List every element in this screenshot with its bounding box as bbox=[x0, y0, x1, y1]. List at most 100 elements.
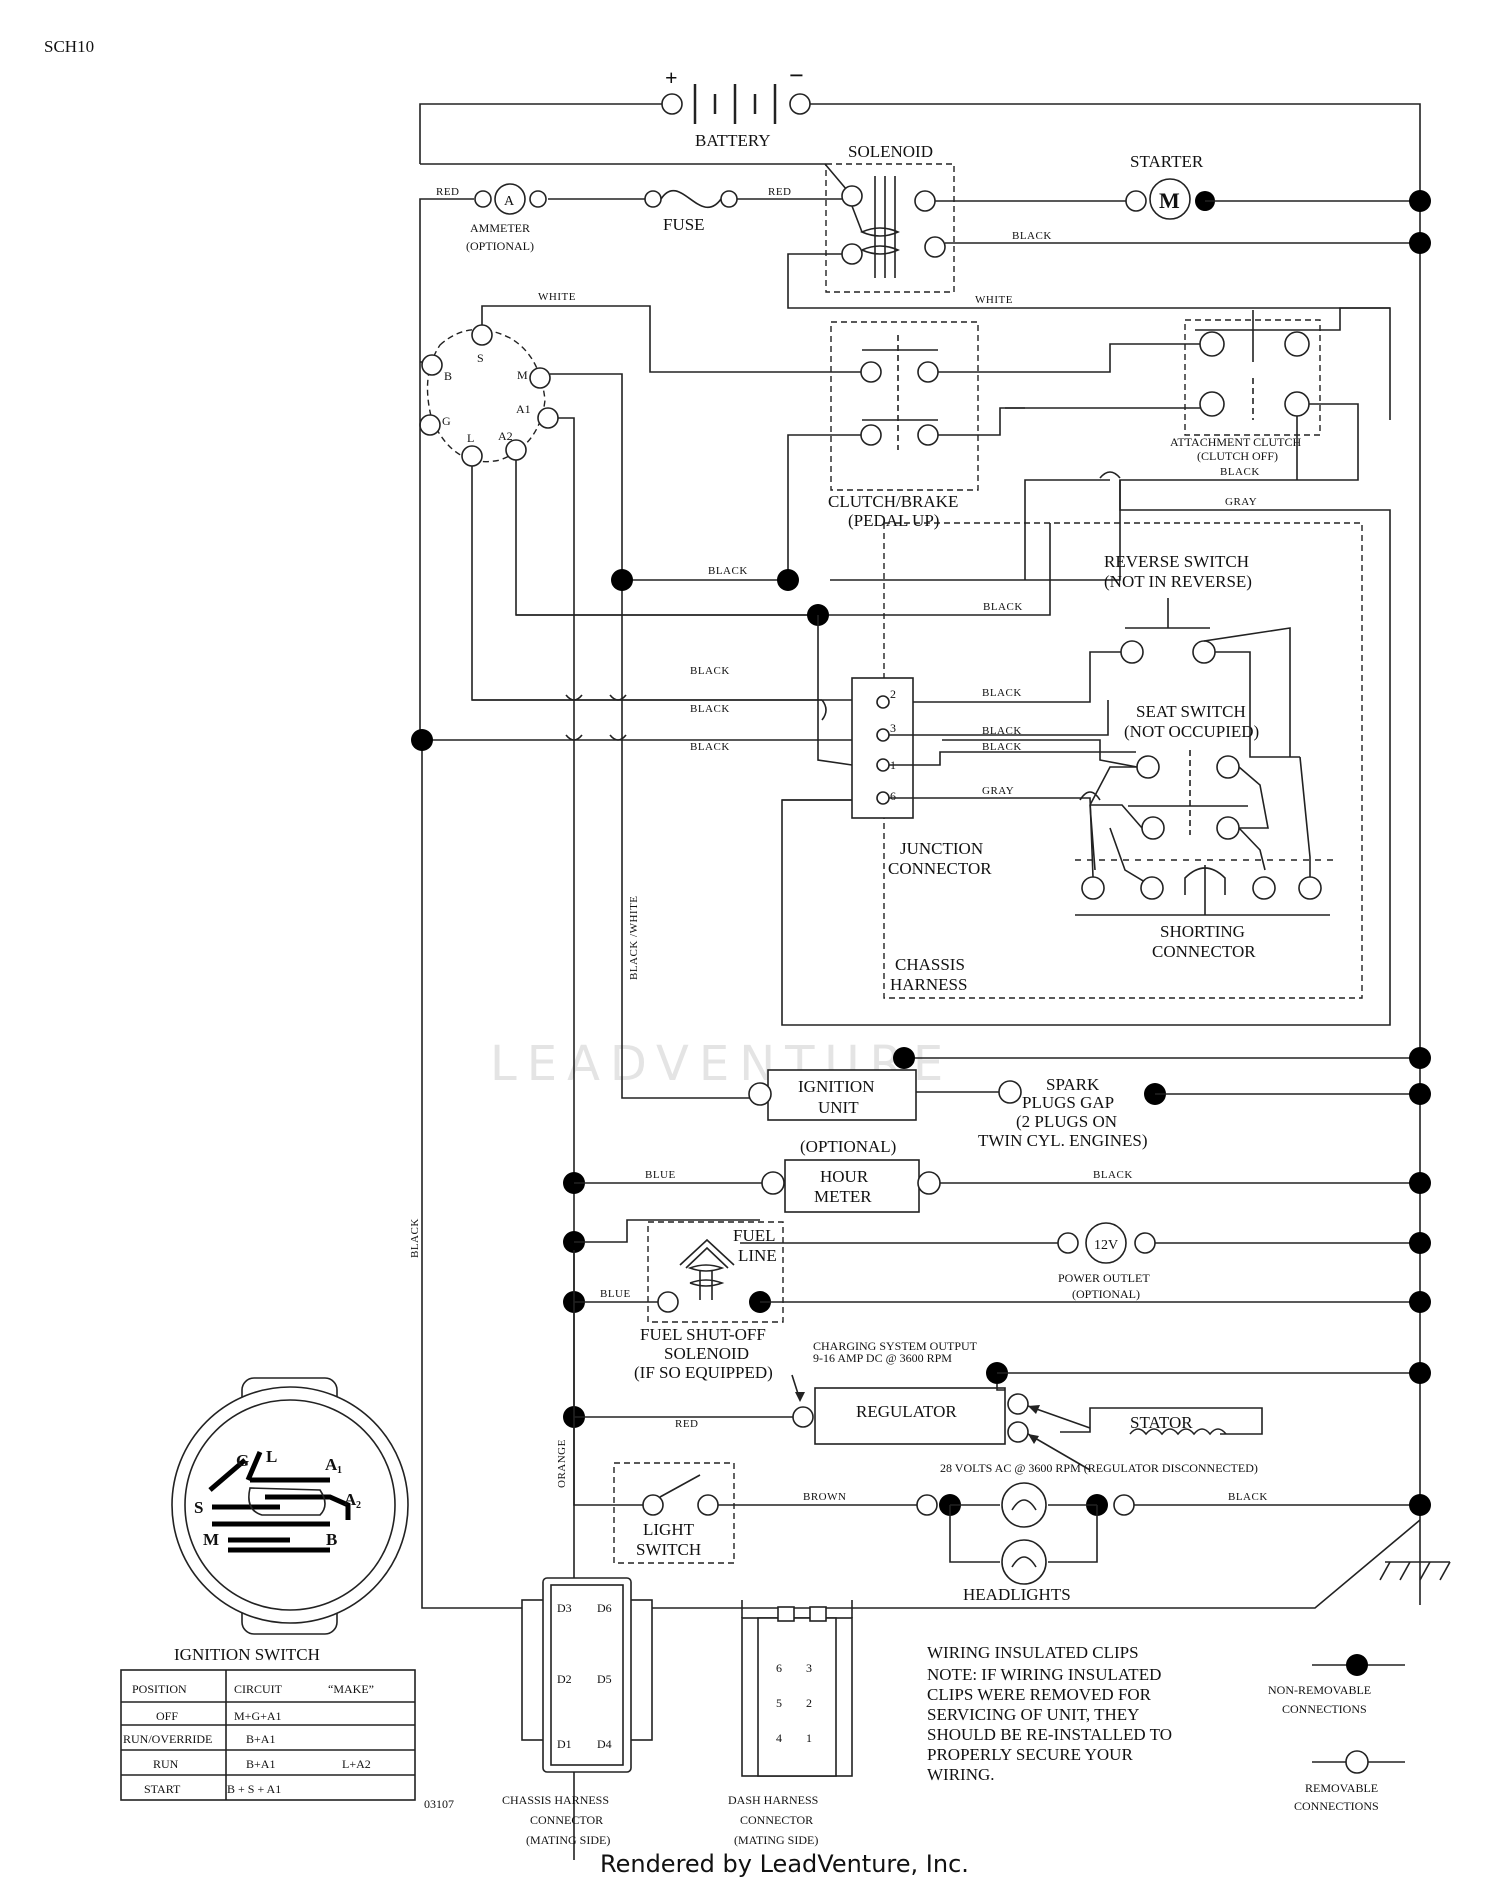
face-g: G bbox=[236, 1451, 249, 1470]
ignition-switch-table: POSITION CIRCUIT “MAKE” OFF M+G+A1 RUN/O… bbox=[120, 1669, 416, 1801]
wire-black-vertical: BLACK bbox=[409, 1218, 421, 1258]
wire-black-headlights: BLACK bbox=[1228, 1491, 1268, 1503]
wire-black-clutch: BLACK bbox=[708, 565, 748, 577]
dash-pin: 6 bbox=[776, 1661, 782, 1675]
regulator-label: REGULATOR bbox=[856, 1402, 957, 1421]
page-code: SCH10 bbox=[44, 37, 94, 56]
legend-removable-1: REMOVABLE bbox=[1305, 1781, 1378, 1795]
dash-connector-label-3: (MATING SIDE) bbox=[734, 1833, 818, 1847]
wire-black-h4: BLACK bbox=[690, 741, 730, 753]
wire-black-j2: BLACK bbox=[982, 687, 1022, 699]
dash-pin: 1 bbox=[806, 1731, 812, 1745]
wire-gray-j6: GRAY bbox=[982, 785, 1014, 797]
spark-label-3: (2 PLUGS ON bbox=[1016, 1112, 1117, 1131]
stator: STATOR 28 VOLTS AC @ 3600 RPM (REGULATOR… bbox=[940, 1405, 1263, 1475]
wire-red-3: RED bbox=[675, 1418, 699, 1430]
ignition-switch-terminals: S B M A1 G L A2 bbox=[419, 324, 559, 467]
table-header-make: “MAKE” bbox=[328, 1682, 374, 1696]
chassis-connector-label-1: CHASSIS HARNESS bbox=[502, 1793, 609, 1807]
terminal-a2: A2 bbox=[498, 429, 513, 443]
dash-pin: 2 bbox=[806, 1696, 812, 1710]
solenoid-label: SOLENOID bbox=[848, 142, 933, 161]
spark-label-2: PLUGS GAP bbox=[1022, 1093, 1114, 1112]
table-row-circuit: M+G+A1 bbox=[234, 1709, 282, 1723]
starter-symbol: M bbox=[1159, 188, 1180, 213]
junction-pin-3: 3 bbox=[890, 721, 896, 735]
legend-removable-dot bbox=[1345, 1750, 1369, 1774]
terminal-l: L bbox=[467, 431, 474, 445]
wire-brown: BROWN bbox=[803, 1491, 846, 1503]
clutch-brake-switch: CLUTCH/BRAKE (PEDAL UP) bbox=[828, 321, 979, 530]
junction-connector: 2 3 1 6 JUNCTION CONNECTOR bbox=[851, 677, 992, 878]
wire-black-h2: BLACK bbox=[690, 665, 730, 677]
battery-circuit: + − BATTERY bbox=[419, 61, 1421, 1605]
dash-connector-label-2: CONNECTOR bbox=[740, 1813, 813, 1827]
wire-black-solenoid: BLACK bbox=[1012, 230, 1052, 242]
note-line: PROPERLY SECURE YOUR bbox=[927, 1745, 1133, 1764]
wire-white-2: WHITE bbox=[975, 294, 1013, 306]
stator-label: STATOR bbox=[1130, 1413, 1193, 1432]
ignition-label-2: UNIT bbox=[818, 1098, 859, 1117]
attachment-label-1: ATTACHMENT CLUTCH bbox=[1170, 435, 1301, 449]
note-line: NOTE: IF WIRING INSULATED bbox=[927, 1665, 1161, 1684]
junction-label-2: CONNECTOR bbox=[888, 859, 992, 878]
wire-red-2: RED bbox=[768, 186, 792, 198]
wire-black-attachment: BLACK bbox=[1220, 466, 1260, 478]
face-a2: A bbox=[344, 1490, 357, 1509]
battery-plus: + bbox=[665, 65, 678, 90]
seat-label-1: SEAT SWITCH bbox=[1136, 702, 1246, 721]
dash-pin: 4 bbox=[776, 1731, 782, 1745]
headlights-label: HEADLIGHTS bbox=[963, 1585, 1071, 1604]
shorting-connector: SHORTING CONNECTOR bbox=[1075, 859, 1337, 961]
face-a2-sub: 2 bbox=[356, 1500, 361, 1511]
clutch-label-2: (PEDAL UP) bbox=[848, 511, 939, 530]
legend-nonremovable-2: CONNECTIONS bbox=[1282, 1702, 1367, 1716]
junction-pin-6: 6 bbox=[890, 789, 896, 803]
battery-label: BATTERY bbox=[695, 131, 771, 150]
outlet-label-2: (OPTIONAL) bbox=[1072, 1287, 1140, 1301]
outlet-label-1: POWER OUTLET bbox=[1058, 1271, 1150, 1285]
wire-gray-attachment: GRAY bbox=[1225, 496, 1257, 508]
wire-black-white: BLACK /WHITE bbox=[628, 895, 640, 980]
table-row-circuit: B+A1 bbox=[246, 1732, 275, 1746]
ammeter-label-2: (OPTIONAL) bbox=[466, 239, 534, 253]
dash-pin: 3 bbox=[806, 1661, 812, 1675]
face-m: M bbox=[203, 1530, 219, 1549]
face-b: B bbox=[326, 1530, 337, 1549]
note-title: WIRING INSULATED CLIPS bbox=[927, 1643, 1139, 1662]
hour-optional: (OPTIONAL) bbox=[800, 1137, 896, 1156]
table-row-position: START bbox=[144, 1782, 181, 1796]
hour-label-1: HOUR bbox=[820, 1167, 869, 1186]
shorting-label-2: CONNECTOR bbox=[1152, 942, 1256, 961]
legend: NON-REMOVABLE CONNECTIONS REMOVABLE CONN… bbox=[1268, 1654, 1405, 1813]
terminal-g: G bbox=[442, 414, 451, 428]
starter-label: STARTER bbox=[1130, 152, 1204, 171]
table-header-position: POSITION bbox=[132, 1682, 187, 1696]
dash-connector-label-1: DASH HARNESS bbox=[728, 1793, 818, 1807]
part-code: 03107 bbox=[424, 1797, 454, 1811]
note-line: CLIPS WERE REMOVED FOR bbox=[927, 1685, 1152, 1704]
junction-label-1: JUNCTION bbox=[900, 839, 983, 858]
shorting-label-1: SHORTING bbox=[1160, 922, 1245, 941]
fuel-line-1: FUEL bbox=[733, 1226, 776, 1245]
table-row-position: RUN bbox=[153, 1757, 179, 1771]
fuel-sol-label-2: SOLENOID bbox=[664, 1344, 749, 1363]
ignition-switch-title: IGNITION SWITCH bbox=[174, 1645, 320, 1664]
charging-label-2: 9-16 AMP DC @ 3600 RPM bbox=[813, 1351, 952, 1365]
note-line: WIRING. bbox=[927, 1765, 995, 1784]
chassis-pin: D6 bbox=[597, 1601, 612, 1615]
starter: M STARTER bbox=[935, 152, 1420, 220]
ignition-switch-face: G L A 1 S A 2 M B bbox=[171, 1377, 409, 1635]
ammeter: A RED AMMETER (OPTIONAL) bbox=[419, 183, 645, 362]
fuel-line-2: LINE bbox=[738, 1246, 777, 1265]
ac-note: 28 VOLTS AC @ 3600 RPM (REGULATOR DISCON… bbox=[940, 1461, 1258, 1475]
legend-removable-2: CONNECTIONS bbox=[1294, 1799, 1379, 1813]
seat-label-2: (NOT OCCUPIED) bbox=[1124, 722, 1259, 741]
wire-black-j1: BLACK bbox=[982, 741, 1022, 753]
fuse-label: FUSE bbox=[663, 215, 705, 234]
wire-blue-hour: BLUE bbox=[645, 1169, 676, 1181]
junction-pin-2: 2 bbox=[890, 687, 896, 701]
clutch-label-1: CLUTCH/BRAKE bbox=[828, 492, 958, 511]
footer-credit: Rendered by LeadVenture, Inc. bbox=[600, 1850, 969, 1878]
